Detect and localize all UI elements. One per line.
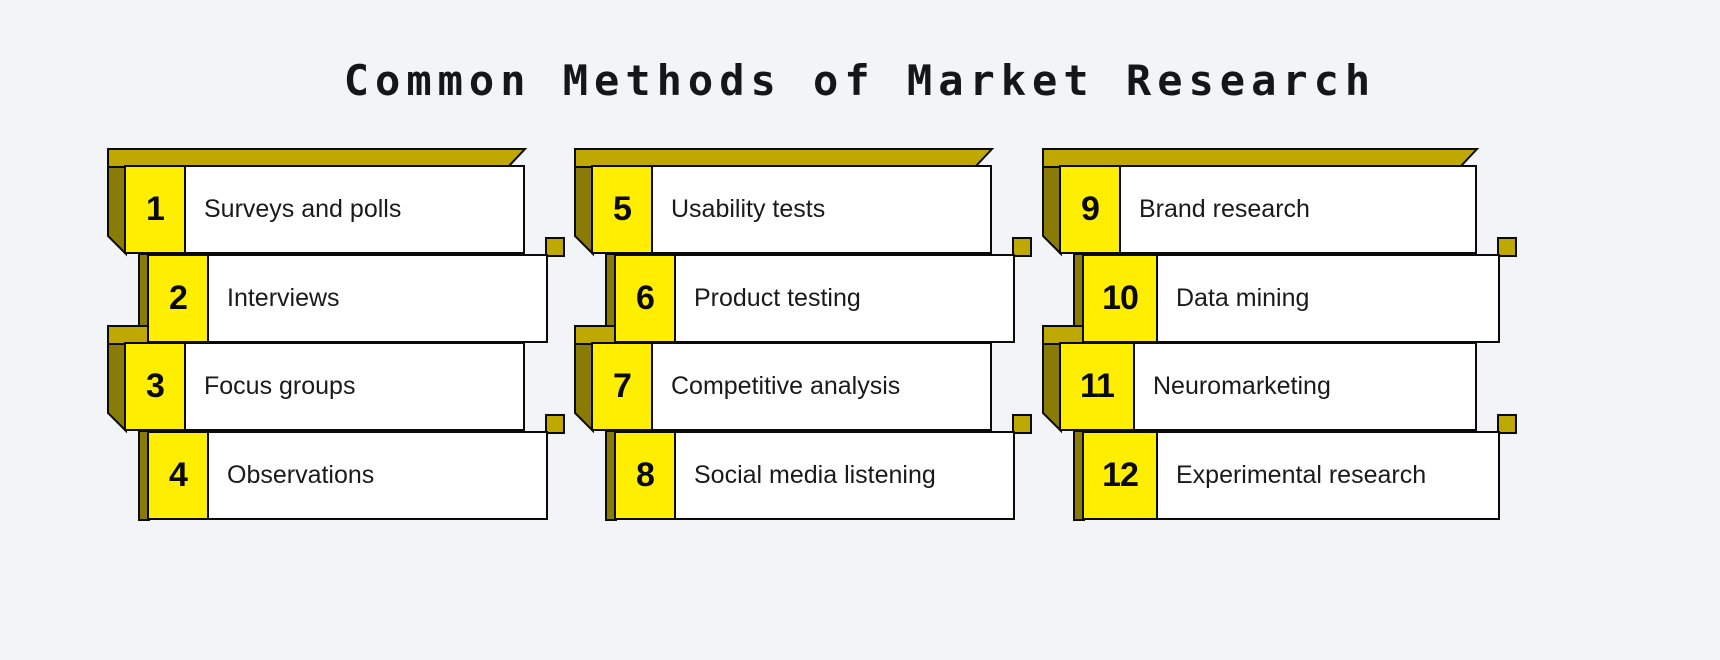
methods-column-1: 1 Surveys and polls 2 Interviews bbox=[107, 148, 578, 535]
card-face: 8 Social media listening bbox=[614, 431, 1015, 520]
card-side-face bbox=[1066, 430, 1085, 521]
card-face: 11 Neuromarketing bbox=[1059, 342, 1477, 431]
card-label: Product testing bbox=[694, 284, 861, 312]
card-face: 5 Usability tests bbox=[591, 165, 992, 254]
card-face: 3 Focus groups bbox=[124, 342, 525, 431]
card-side-face bbox=[131, 430, 150, 521]
method-card[interactable]: 3 Focus groups bbox=[107, 325, 528, 434]
card-face: 4 Observations bbox=[147, 431, 548, 520]
card-corner-nub bbox=[545, 237, 565, 257]
card-label: Usability tests bbox=[671, 195, 826, 223]
method-card[interactable]: 5 Usability tests bbox=[574, 148, 995, 257]
method-card[interactable]: 6 Product testing bbox=[605, 237, 1032, 344]
card-number: 8 bbox=[616, 433, 676, 518]
method-card[interactable]: 12 Experimental research bbox=[1073, 414, 1517, 521]
card-side-face bbox=[598, 430, 617, 521]
card-corner-nub bbox=[1497, 237, 1517, 257]
card-number: 1 bbox=[126, 167, 186, 252]
page-title: Common Methods of Market Research bbox=[343, 56, 1377, 105]
method-card[interactable]: 7 Competitive analysis bbox=[574, 325, 995, 434]
methods-column-2: 5 Usability tests 6 Product testing bbox=[574, 148, 1045, 535]
card-number: 6 bbox=[616, 256, 676, 341]
method-card[interactable]: 11 Neuromarketing bbox=[1042, 325, 1480, 434]
method-card[interactable]: 9 Brand research bbox=[1042, 148, 1480, 257]
card-number: 9 bbox=[1061, 167, 1121, 252]
card-number: 3 bbox=[126, 344, 186, 429]
card-number: 5 bbox=[593, 167, 653, 252]
card-label: Neuromarketing bbox=[1153, 372, 1331, 400]
card-corner-nub bbox=[1497, 414, 1517, 434]
method-card[interactable]: 10 Data mining bbox=[1073, 237, 1517, 344]
card-face: 10 Data mining bbox=[1082, 254, 1500, 343]
card-label: Interviews bbox=[227, 284, 340, 312]
card-label: Experimental research bbox=[1176, 461, 1427, 489]
method-card[interactable]: 1 Surveys and polls bbox=[107, 148, 528, 257]
card-number: 12 bbox=[1084, 433, 1158, 518]
card-face: 6 Product testing bbox=[614, 254, 1015, 343]
card-number: 10 bbox=[1084, 256, 1158, 341]
methods-column-3: 9 Brand research 10 Data mining bbox=[1042, 148, 1517, 535]
card-label: Competitive analysis bbox=[671, 372, 901, 400]
card-face: 1 Surveys and polls bbox=[124, 165, 525, 254]
method-card[interactable]: 4 Observations bbox=[138, 414, 565, 521]
card-number: 2 bbox=[149, 256, 209, 341]
card-label: Data mining bbox=[1176, 284, 1310, 312]
card-corner-nub bbox=[1012, 237, 1032, 257]
card-face: 12 Experimental research bbox=[1082, 431, 1500, 520]
card-corner-nub bbox=[1012, 414, 1032, 434]
card-number: 4 bbox=[149, 433, 209, 518]
card-label: Brand research bbox=[1139, 195, 1310, 223]
method-card[interactable]: 8 Social media listening bbox=[605, 414, 1032, 521]
card-label: Social media listening bbox=[694, 461, 936, 489]
card-label: Focus groups bbox=[204, 372, 356, 400]
card-face: 2 Interviews bbox=[147, 254, 548, 343]
card-number: 7 bbox=[593, 344, 653, 429]
method-card[interactable]: 2 Interviews bbox=[138, 237, 565, 344]
card-label: Surveys and polls bbox=[204, 195, 402, 223]
card-face: 9 Brand research bbox=[1059, 165, 1477, 254]
card-number: 11 bbox=[1061, 344, 1135, 429]
card-face: 7 Competitive analysis bbox=[591, 342, 992, 431]
card-label: Observations bbox=[227, 461, 375, 489]
card-corner-nub bbox=[545, 414, 565, 434]
